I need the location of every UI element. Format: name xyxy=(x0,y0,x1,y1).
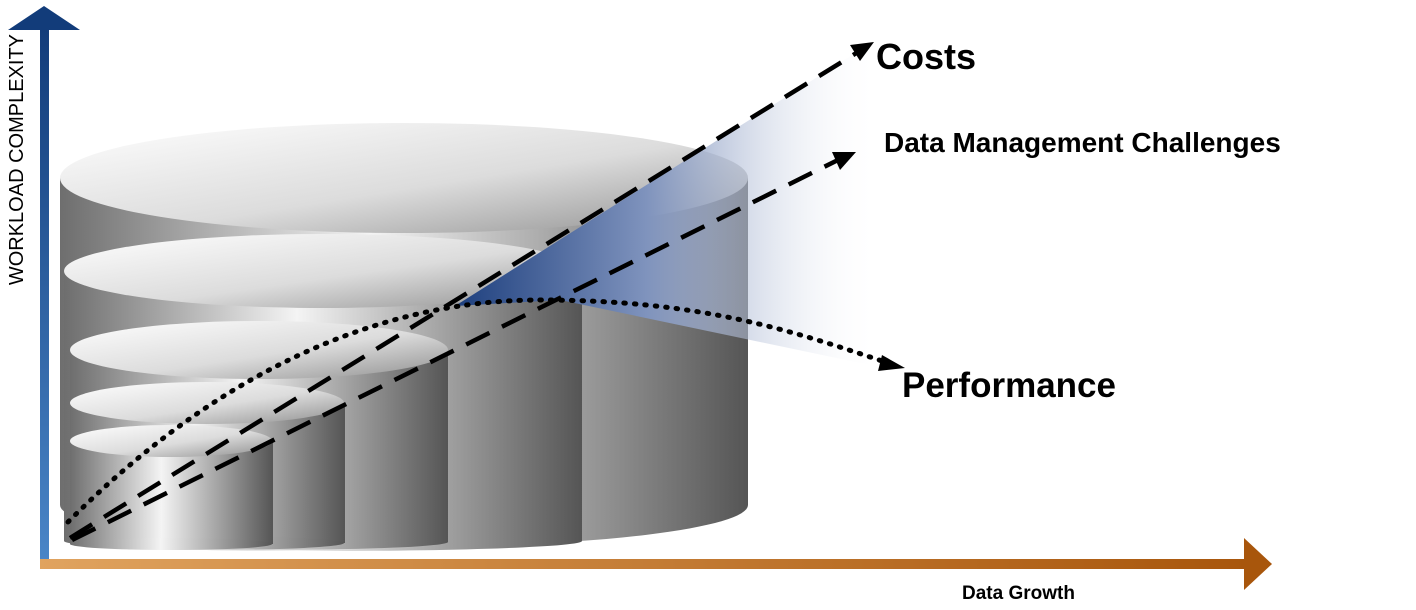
data-management-arrowhead xyxy=(832,152,856,170)
performance-curve xyxy=(65,297,888,525)
y-axis xyxy=(40,28,49,568)
x-axis xyxy=(40,559,1250,569)
cost-performance-gap-wedge xyxy=(455,45,880,365)
performance-arrowhead xyxy=(878,355,905,371)
costs-label: Costs xyxy=(876,36,977,77)
data-management-challenges-label: Data Management Challenges xyxy=(884,127,1281,158)
storage-cylinder-smallest xyxy=(70,425,273,550)
costs-arrowhead xyxy=(850,42,874,61)
x-axis-arrowhead xyxy=(1244,538,1272,590)
data-management-line xyxy=(71,157,839,543)
y-axis-label: WORKLOAD COMPLEXITY xyxy=(6,34,28,286)
y-axis-arrowhead xyxy=(8,6,80,30)
performance-label: Performance xyxy=(902,366,1116,405)
x-axis-label: Data Growth xyxy=(962,583,1075,604)
costs-line xyxy=(68,50,860,540)
